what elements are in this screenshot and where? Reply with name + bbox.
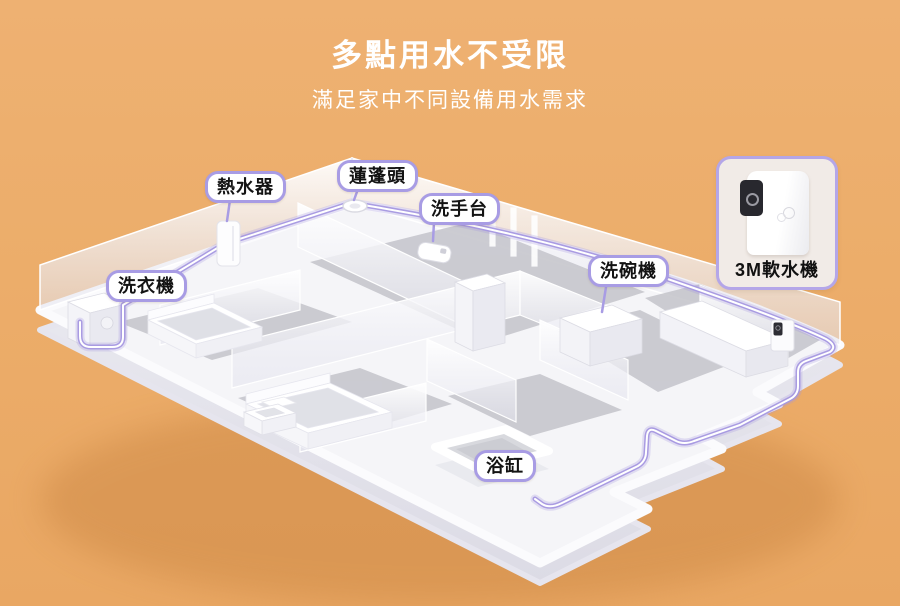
callout-washing-machine: 洗衣機 xyxy=(106,270,187,303)
device-button-icon xyxy=(746,193,759,206)
interior-walls xyxy=(159,199,789,453)
product-card: 3M軟水機 xyxy=(716,156,838,290)
small-bath-fixture xyxy=(242,403,298,436)
kitchen-column xyxy=(453,273,507,352)
water-softener-fixture xyxy=(770,319,795,352)
water-heater-fixture xyxy=(216,220,241,267)
washbasin-fixture xyxy=(417,241,452,264)
callout-water-heater: 熱水器 xyxy=(205,171,286,204)
water-softener-product-image xyxy=(740,171,809,255)
bed-back-left xyxy=(146,293,264,359)
callout-dishwasher: 洗碗機 xyxy=(588,255,669,288)
product-card-label: 3M軟水機 xyxy=(734,260,819,280)
device-logo-mark-small xyxy=(777,213,786,222)
page-title: 多點用水不受限 xyxy=(331,38,569,73)
callout-shower-head: 蓮蓬頭 xyxy=(337,160,418,193)
page-subtitle: 滿足家中不同設備用水需求 xyxy=(312,89,588,112)
device-control-panel xyxy=(740,180,763,216)
callout-washbasin: 洗手台 xyxy=(419,193,500,226)
shower-head-fixture xyxy=(342,199,368,213)
kitchen-counter xyxy=(658,300,790,378)
callout-bathtub: 浴缸 xyxy=(474,450,536,483)
dishwasher-fixture xyxy=(558,304,644,367)
